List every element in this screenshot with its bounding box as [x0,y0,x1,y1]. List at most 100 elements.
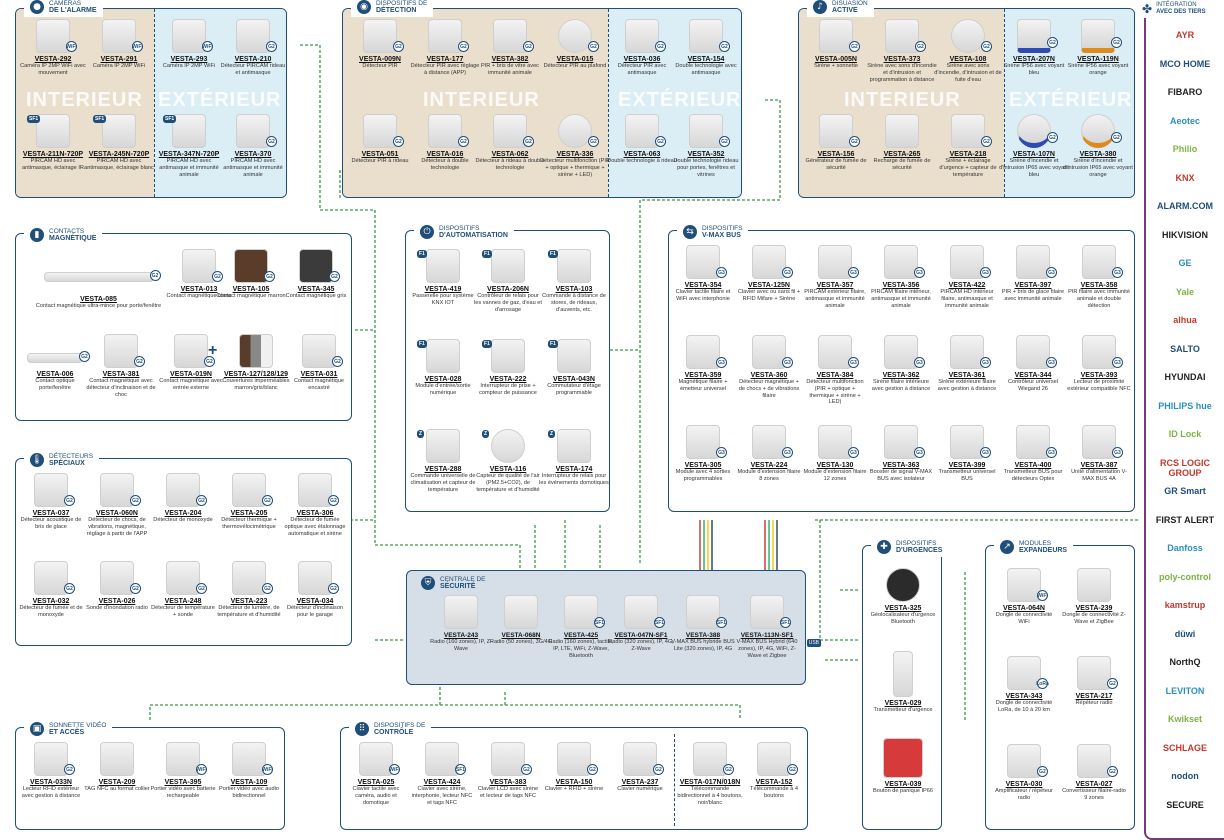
product-card[interactable]: F1VESTA-222Interrupteur de prise + compt… [473,339,543,397]
product-card[interactable]: G2VESTA-154Double technologie avec antim… [671,19,741,77]
product-card[interactable]: G3VESTA-357PIRCAM extérieur filaire, ant… [803,245,867,309]
product-card[interactable]: G2VESTA-119NSirène IP56 avec voyant oran… [1063,19,1133,77]
product-card[interactable]: VESTA-068NRadio (50 zones), 3G/4G [487,595,555,646]
product-card[interactable]: G2VESTA-037Détecteur acoustique de bris … [18,473,84,531]
product-card[interactable]: G2VESTA-015Détecteur PIR au plafond [540,19,610,70]
product-card[interactable]: G3VESTA-354Clavier tactile filaire et Wi… [671,245,735,303]
product-card[interactable]: G2VESTA-063Double technologie à rideau [607,114,677,165]
product-card[interactable]: G2VESTA-062Détecteur à rideau à double t… [475,114,545,172]
product-card[interactable]: G3VESTA-363Booster de signal V-MAX BUS a… [869,425,933,483]
product-card[interactable]: F1VESTA-043NCommutateur d'étage programm… [539,339,609,397]
product-card[interactable]: G2VESTA-005NSirène + sonnette [801,19,871,70]
product-card[interactable]: G3VESTA-130Module d'extension filaire 12… [803,425,867,483]
product-card[interactable]: G3VESTA-393Lecteur de proximité extérieu… [1067,335,1131,393]
product-card[interactable]: G2VESTA-060NDétecteur de chocs, de vibra… [84,473,150,537]
product-card[interactable]: ZVESTA-116Capteur de qualité de l'air (P… [473,429,543,493]
product-card[interactable]: G2VESTA-156Générateur de fumée de sécuri… [801,114,871,172]
product-card[interactable]: G2VESTA-217Répéteur radio [1060,656,1128,707]
product-card[interactable]: WiFiVESTA-025Clavier tactile avec caméra… [343,742,409,806]
product-card[interactable]: G3VESTA-125NClavier avec ou sans fil + R… [737,245,801,303]
product-card[interactable]: G3VESTA-400Transmetteur BUS pour détecte… [1001,425,1065,483]
product-card[interactable]: G2VESTA-107NSirène d'incendie et d'intru… [999,114,1069,178]
product-card[interactable]: WiFiVESTA-064NDongle de connectivité WiF… [990,568,1058,626]
product-card[interactable]: G2VESTA-085Contact magnétique ultra-minc… [31,264,166,310]
product-card[interactable]: WiFiVESTA-291Caméra IP 2MP WiFi [84,19,154,70]
product-card[interactable]: WiFiVESTA-109Portier vidéo avec audio bi… [216,742,282,800]
product-card[interactable]: VESTA-239Dongle de connectivité Z-Wave e… [1060,568,1128,626]
product-card[interactable]: G2VESTA-177Détecteur PIR avec réglage à … [410,19,480,77]
product-card[interactable]: G2VESTA-306Détecteur de fumée optique av… [282,473,348,537]
product-card[interactable]: G2VESTA-380Sirène d'incendie et d'intrus… [1063,114,1133,178]
product-card[interactable]: G2VESTA-218Sirène + éclairage d'urgence … [933,114,1003,178]
product-card[interactable]: G2VESTA-210Détecteur PIRCAM rideau et an… [218,19,288,77]
product-card[interactable]: ZVESTA-174Interrupteur de relais pour le… [539,429,609,487]
product-card[interactable]: G2VESTA-370PIRCAM HD avec antimasque et … [218,114,288,178]
product-card[interactable]: SF1VESTA-424Clavier avec sirène, interph… [409,742,475,806]
product-card[interactable]: F1VESTA-103Commande à distance de stores… [539,249,609,313]
product-card[interactable]: SF1VESTA-047N-SF1Radio (320 zones), IP, … [607,595,675,653]
product-card[interactable]: G2VESTA-034Détecteur d'inclinaison pour … [282,561,348,619]
product-card[interactable]: VESTA-209TAG NFC au format collier [84,742,150,793]
product-card[interactable]: G2VESTA-009NDétecteur PIR [345,19,415,70]
product-card[interactable]: G2VESTA-207NSirène IP56 avec voyant bleu [999,19,1069,77]
product-card[interactable]: G2VESTA-036Détecteur PIR avec antimasque [607,19,677,77]
product-card[interactable]: G2VESTA-150Clavier + RFID + sirène [541,742,607,793]
product-card[interactable]: VESTA-127/128/129Couvertures imperméable… [216,334,296,392]
product-card[interactable]: SF1VESTA-388V-MAX BUS hybride BUS Lite (… [669,595,737,653]
product-card[interactable]: G3VESTA-384Détecteur multifonction (PIR … [803,335,867,406]
product-card[interactable]: WiFiVESTA-395Portier vidéo avec batterie… [150,742,216,800]
product-card[interactable]: VESTA-243Radio (160 zones), IP, Z-Wave [427,595,495,653]
product-card[interactable]: VESTA-265Recharge de fumée de sécurité [867,114,937,172]
product-card[interactable]: WiFiVESTA-293Caméra IP 2MP WiFi [154,19,224,70]
product-card[interactable]: SF1VESTA-425Radio (160 zones), tactile, … [547,595,615,659]
product-card[interactable]: G2VESTA-204Détecteur de monoxyde [150,473,216,524]
product-card[interactable]: VESTA-029Transmetteur d'urgence [868,651,938,714]
product-card[interactable]: G2VESTA-223Détecteur de lumière, de temp… [216,561,282,619]
product-card[interactable]: G2VESTA-013Contact magnétique blanc [164,249,234,300]
product-card[interactable]: G2VESTA-381Contact magnétique avec détec… [86,334,156,398]
product-card[interactable]: G2VESTA-019NContact magnétique avec entr… [156,334,226,392]
product-card[interactable]: VESTA-325Géolocalisateur d'urgence Bluet… [868,568,938,626]
product-card[interactable]: G3VESTA-397PIR + bris de glace filaire a… [1001,245,1065,303]
product-card[interactable]: G2VESTA-108Sirène avec sons d'incendie, … [933,19,1003,83]
product-card[interactable]: G2VESTA-248Détecteur de température + so… [150,561,216,619]
product-card[interactable]: WiFiVESTA-292Caméra IP 2MP WiFi avec mou… [18,19,88,77]
product-card[interactable]: G3VESTA-356PIRCAM filaire intérieur, ant… [869,245,933,309]
product-card[interactable]: G3VESTA-224Module d'extension filaire 8 … [737,425,801,483]
product-card[interactable]: G2VESTA-032Détecteur de fumée et de mono… [18,561,84,619]
product-card[interactable]: G2VESTA-237Clavier numérique [607,742,673,793]
product-card[interactable]: G2VESTA-373Sirène avec sons d'incendie e… [867,19,937,83]
product-card[interactable]: LoRaVESTA-343Dongle de connectivité LoRa… [990,656,1058,714]
product-card[interactable]: G2VESTA-152Télécommande à 4 boutons [741,742,807,800]
product-card[interactable]: G3VESTA-359Magnétique filaire + émetteur… [671,335,735,393]
product-card[interactable]: G2VESTA-026Sonde d'inondation radio [84,561,150,612]
product-card[interactable]: G2VESTA-051Détecteur PIR à rideau [345,114,415,165]
product-card[interactable]: G2VESTA-030Amplificateur / répéteur radi… [990,744,1058,802]
product-card[interactable]: G2VESTA-205Détecteur thermique + thermov… [216,473,282,531]
product-card[interactable]: G3VESTA-361Sirène extérieure filaire ave… [935,335,999,393]
product-card[interactable]: SF1VESTA-211N-720PPIRCAM HD avec antimas… [18,114,88,172]
product-card[interactable]: ZVESTA-288Commande universelle de climat… [408,429,478,493]
product-card[interactable]: SF1VESTA-245N-720PPIRCAM HD avec antimas… [84,114,154,172]
product-card[interactable]: F1VESTA-206NContrôleur de relais pour le… [473,249,543,313]
product-card[interactable]: G2VESTA-352Double technologie rideau pou… [671,114,741,178]
product-card[interactable]: G2VESTA-382PIR + bris de vitre avec immu… [475,19,545,77]
product-card[interactable]: G3VESTA-358PIR filaire avec immunité ani… [1067,245,1131,309]
product-card[interactable]: VESTA-039Bouton de panique IP66 [868,738,938,795]
product-card[interactable]: G3VESTA-344Contrôleur universel Wiegand … [1001,335,1065,393]
product-card[interactable]: G2VESTA-006Contact optique porte/fenêtre [20,339,90,392]
product-card[interactable]: G2VESTA-383Clavier LCD avec sirène et le… [475,742,541,800]
product-card[interactable]: G2VESTA-033NLecteur RFID extérieur avec … [18,742,84,800]
product-card[interactable]: G3VESTA-399Transmetteur universel BUS [935,425,999,483]
product-card[interactable]: G3VESTA-360Détecteur magnétique + de cho… [737,335,801,399]
product-card[interactable]: G2VESTA-016Détecteur à double technologi… [410,114,480,172]
product-card[interactable]: G3VESTA-387Unité d'alimentation V-MAX BU… [1067,425,1131,483]
product-card[interactable]: SF1VESTA-347N-720PPIRCAM HD avec antimas… [154,114,224,178]
product-card[interactable]: G3VESTA-362Sirène filaire intérieure ave… [869,335,933,393]
product-card[interactable]: G3VESTA-422PIRCAM HD intérieur filaire, … [935,245,999,309]
product-card[interactable]: F1VESTA-419Passerelle pour système KNX I… [408,249,478,307]
product-card[interactable]: G2VESTA-105Contact magnétique marron [216,249,286,300]
product-card[interactable]: G2VESTA-027Convertisseur filaire-radio 9… [1060,744,1128,802]
product-card[interactable]: SF1VESTA-113N-SF1V-MAX BUS Hybrid (640 z… [733,595,801,659]
product-card[interactable]: G2VESTA-336Détecteur multifonction (PIR … [540,114,610,178]
